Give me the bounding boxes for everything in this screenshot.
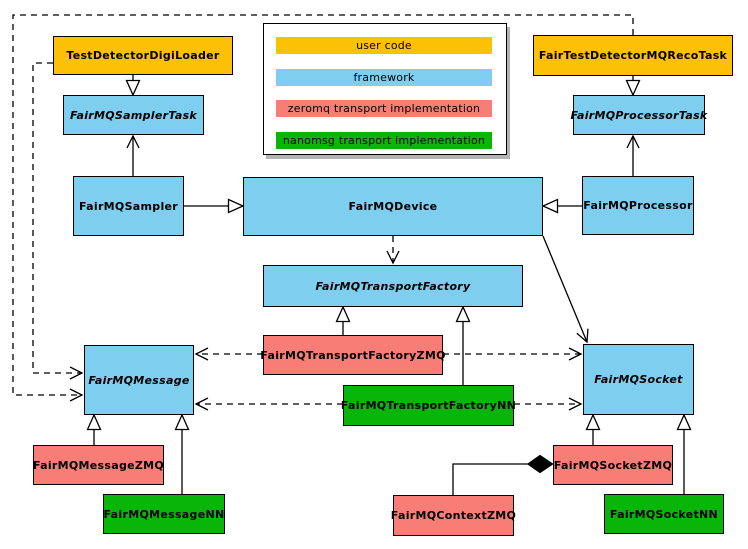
node-fairmq-transport-factory-nn: FairMQTransportFactoryNN [341,385,516,426]
composition-diamond [526,454,554,474]
node-fairmq-message-zmq: FairMQMessageZMQ [33,445,164,485]
node-fair-test-detector-mq-reco-task: FairTestDetectorMQRecoTask [533,35,733,76]
node-fairmq-message-nn: FairMQMessageNN [103,494,225,534]
node-fairmq-sampler-task: FairMQSamplerTask [63,95,204,135]
node-fairmq-socket: FairMQSocket [583,344,694,415]
legend-item-framework: framework [276,68,492,86]
node-fairmq-transport-factory-zmq: FairMQTransportFactoryZMQ [260,335,445,375]
node-fairmq-transport-factory: FairMQTransportFactory [263,265,523,307]
legend-item-nanomsg: nanomsg transport implementation [276,131,492,149]
node-fairmq-processor-task: FairMQProcessorTask [570,95,707,135]
node-fairmq-socket-nn: FairMQSocketNN [604,494,724,534]
node-fairmq-device: FairMQDevice [243,177,543,236]
node-fairmq-socket-zmq: FairMQSocketZMQ [553,445,673,485]
node-fairmq-sampler: FairMQSampler [73,176,184,236]
node-fairmq-context-zmq: FairMQContextZMQ [391,495,516,536]
node-test-detector-digi-loader: TestDetectorDigiLoader [53,36,233,75]
legend: user code framework zeromq transport imp… [263,23,507,155]
legend-item-zeromq: zeromq transport implementation [276,100,492,117]
edge-assoc-device-socket [542,235,589,344]
node-fairmq-message: FairMQMessage [84,345,194,415]
legend-item-user-code: user code [276,37,492,54]
edge-comp-contextzmq-socketzmq [452,463,530,495]
node-fairmq-processor: FairMQProcessor [582,176,694,235]
